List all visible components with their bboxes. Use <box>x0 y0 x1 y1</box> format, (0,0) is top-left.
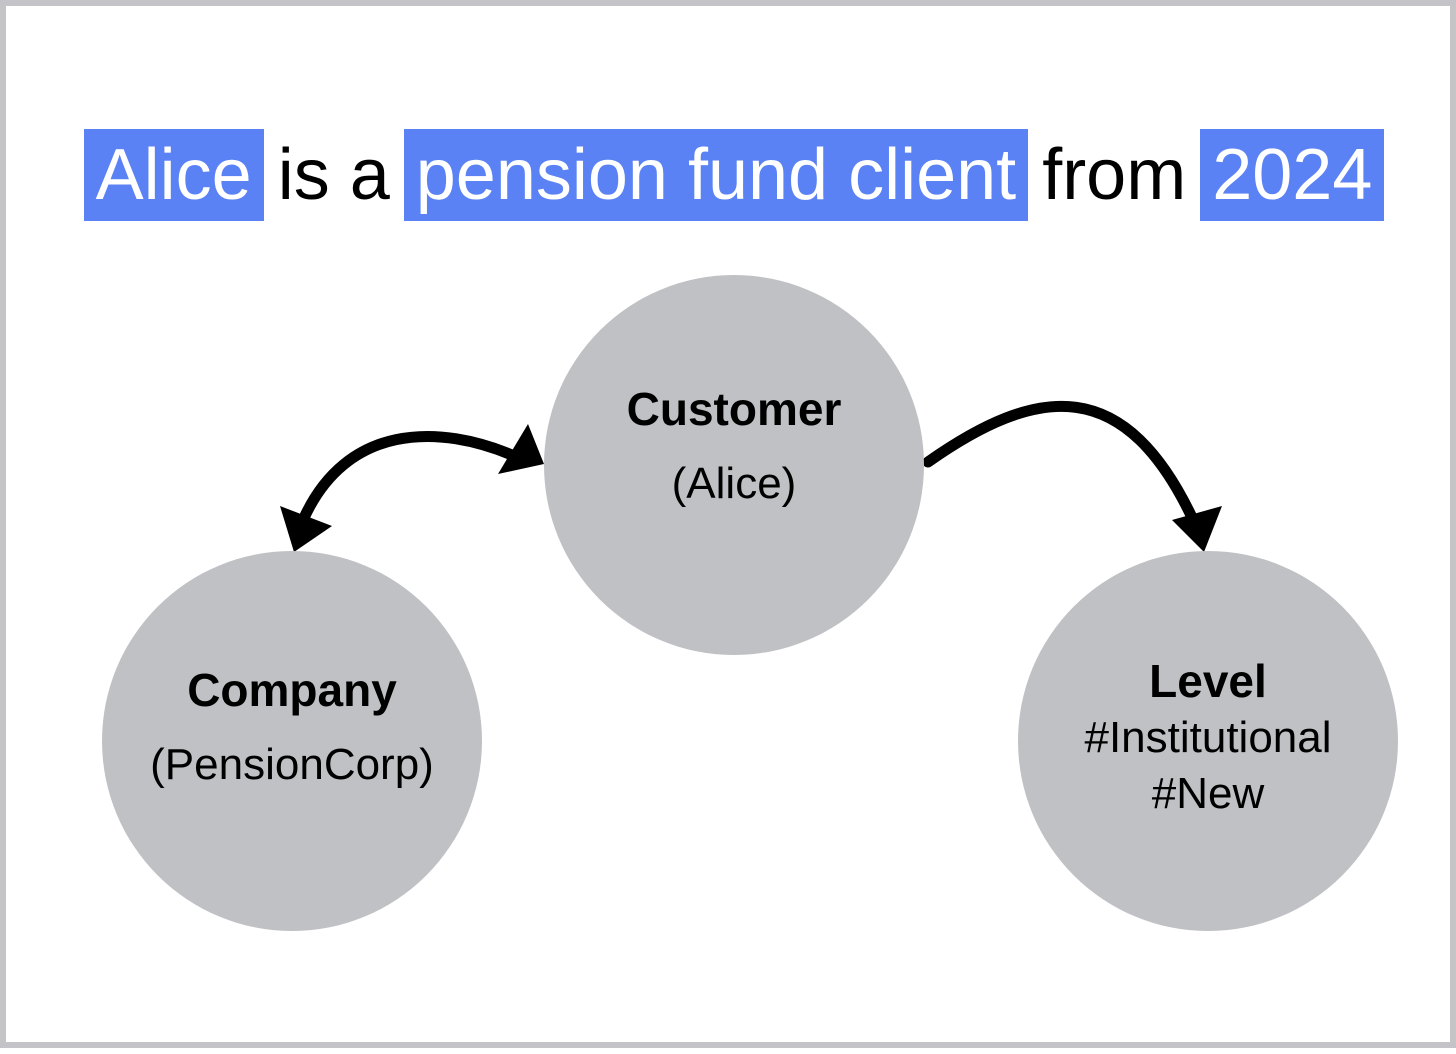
headline-connector: from <box>1042 135 1187 215</box>
node-level: Level #Institutional #New <box>1018 551 1398 931</box>
headline-highlight-subject: Alice <box>83 129 264 221</box>
node-level-tag: #Institutional <box>1084 713 1332 762</box>
arrowhead-company <box>280 506 332 552</box>
node-customer: Customer (Alice) <box>544 275 924 655</box>
arrowhead-level <box>1172 506 1222 552</box>
node-level-tag: #New <box>1151 769 1265 818</box>
node-company-title: Company <box>187 664 397 716</box>
node-customer-title: Customer <box>626 383 842 435</box>
node-company-subtitle: (PensionCorp) <box>150 740 434 789</box>
node-customer-subtitle: (Alice) <box>671 459 797 508</box>
headline: Alice is a pension fund client from 2024 <box>6 128 1456 222</box>
headline-highlight-year: 2024 <box>1200 129 1385 221</box>
node-company: Company (PensionCorp) <box>102 551 482 931</box>
arrowhead-customer <box>498 424 544 474</box>
arrow-customer-level <box>922 400 1202 532</box>
headline-connector: is a <box>277 135 390 215</box>
headline-highlight-type: pension fund client <box>403 129 1029 221</box>
arrow-customer-company <box>298 430 525 524</box>
node-level-title: Level <box>1149 655 1267 707</box>
